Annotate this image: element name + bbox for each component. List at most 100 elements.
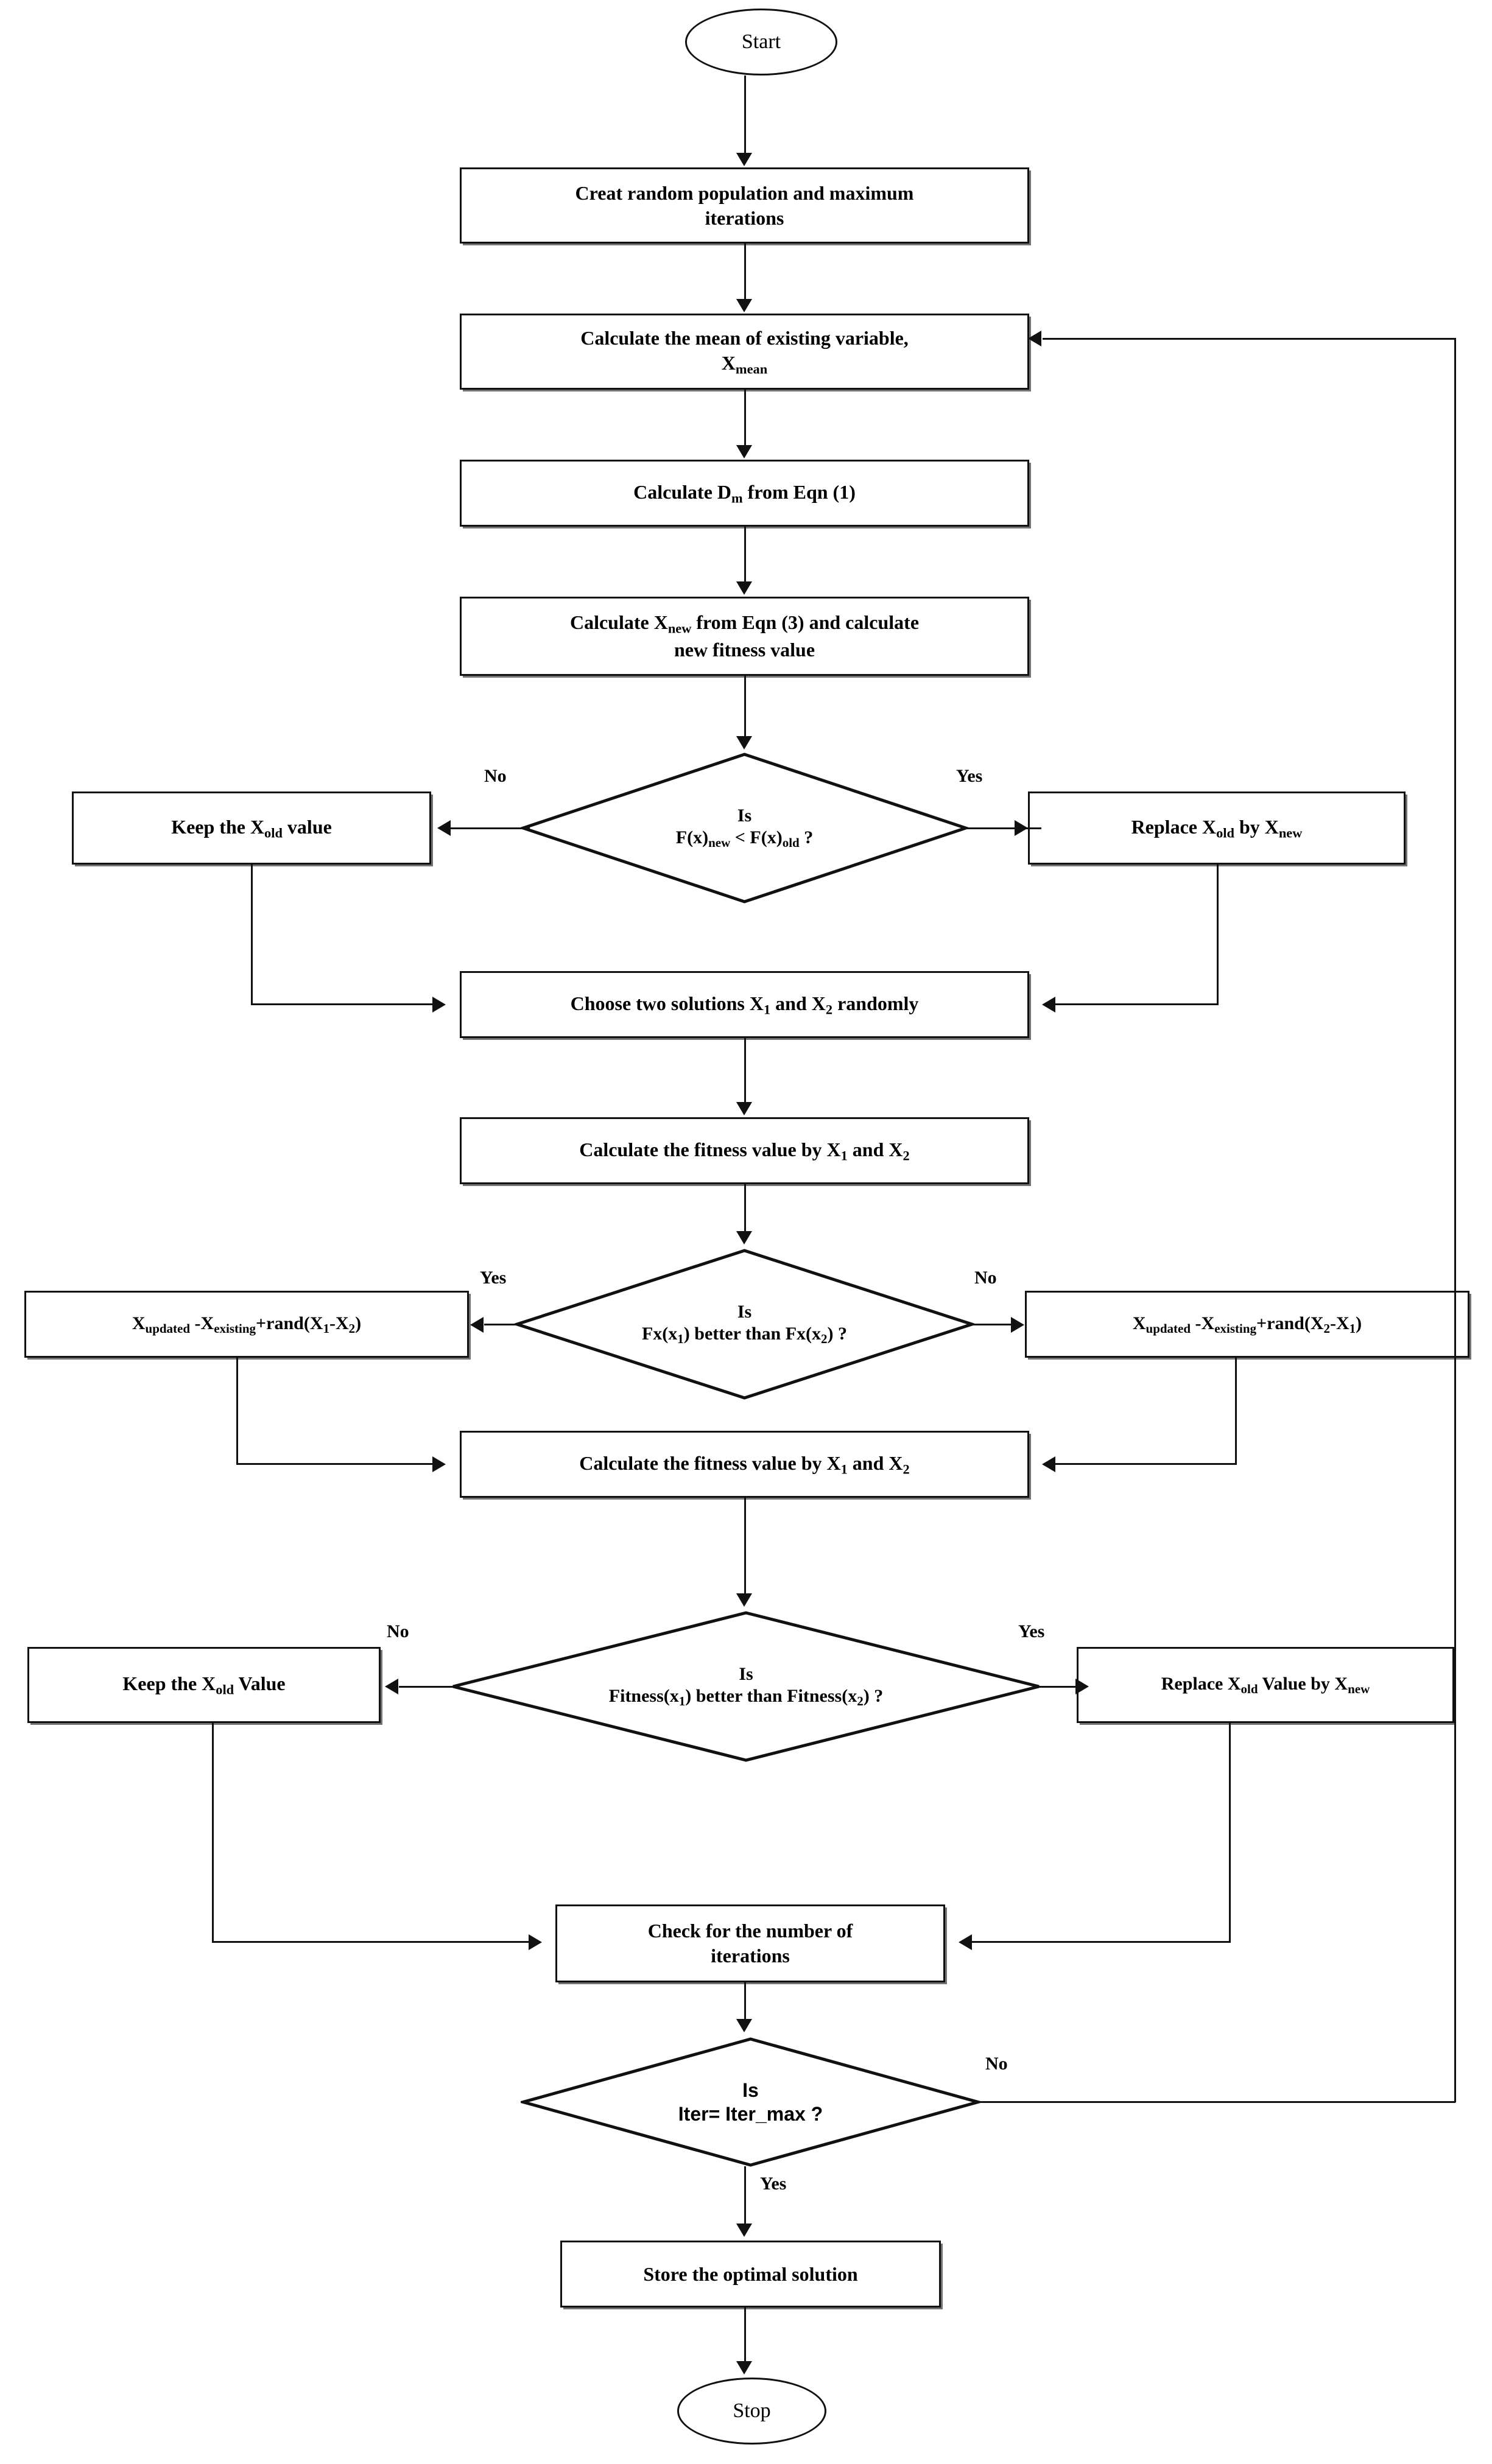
edge-decision4-no-up xyxy=(1454,338,1456,2102)
node-xupdated-right[interactable]: Xupdated -Xexisting+rand(X2-X1) xyxy=(1025,1291,1469,1358)
arrow-keepxold2-to-check xyxy=(529,1934,542,1950)
arrow-decision2-yes xyxy=(470,1317,484,1333)
edge-store-to-stop xyxy=(744,2308,746,2362)
edge-init-to-mean xyxy=(744,244,746,300)
arrow-fitness2-to-decision3 xyxy=(736,1593,752,1607)
edge-fitness2-to-decision3 xyxy=(744,1498,746,1594)
edge-label-decision2-yes: Yes xyxy=(480,1268,507,1288)
node-xupdated-left-label: Xupdated -Xexisting+rand(X1-X2) xyxy=(132,1313,362,1336)
node-calculate-fitness-2-label: Calculate the fitness value by X1 and X2 xyxy=(579,1451,910,1476)
edge-decision1-yes xyxy=(963,827,1041,829)
node-start[interactable]: Start xyxy=(685,9,837,75)
node-keep-xold-value-label: Keep the Xold value xyxy=(171,815,332,840)
node-keep-xold-value-2[interactable]: Keep the Xold Value xyxy=(27,1647,381,1723)
arrow-check-to-decision4 xyxy=(736,2019,752,2032)
edge-label-decision3-no: No xyxy=(387,1621,409,1641)
node-decision-fx-x1-better[interactable]: Is Fx(x1) better than Fx(x2) ? xyxy=(515,1248,974,1400)
arrow-keepxold-to-choose xyxy=(432,997,446,1013)
node-start-label: Start xyxy=(741,30,781,53)
arrow-choose-to-fitness1 xyxy=(736,1102,752,1115)
decision-diamond-shape xyxy=(515,1249,974,1400)
arrow-decision3-no xyxy=(385,1679,398,1694)
edge-dm-to-xnew xyxy=(744,527,746,581)
edge-label-decision4-no: No xyxy=(985,2054,1008,2074)
node-choose-two-solutions[interactable]: Choose two solutions X1 and X2 randomly xyxy=(460,971,1029,1038)
node-calculate-fitness-1[interactable]: Calculate the fitness value by X1 and X2 xyxy=(460,1117,1029,1184)
arrow-xupdatedright-to-fitness2 xyxy=(1042,1456,1055,1472)
edge-replacevalue-down xyxy=(1229,1723,1231,1942)
arrow-decision2-no xyxy=(1011,1317,1024,1333)
node-decision-fitness-x1-better[interactable]: Is Fitness(x1) better than Fitness(x2) ? xyxy=(451,1610,1041,1763)
edge-label-decision1-no: No xyxy=(484,766,507,786)
decision-diamond-shape xyxy=(521,2037,980,2167)
edge-label-decision2-no: No xyxy=(974,1268,997,1288)
node-stop[interactable]: Stop xyxy=(677,2378,826,2445)
node-replace-xold-by-xnew-label: Replace Xold by Xnew xyxy=(1131,815,1303,840)
arrow-decision1-yes xyxy=(1015,820,1028,836)
edge-decision2-yes xyxy=(484,1324,521,1325)
node-check-iterations[interactable]: Check for the number of iterations xyxy=(555,1904,945,1982)
node-choose-two-solutions-label: Choose two solutions X1 and X2 randomly xyxy=(570,992,919,1017)
arrow-fitness1-to-decision2 xyxy=(736,1231,752,1244)
edge-decision4-no xyxy=(974,2101,1455,2103)
node-calculate-fitness-1-label: Calculate the fitness value by X1 and X2 xyxy=(579,1138,910,1163)
arrow-store-to-stop xyxy=(736,2361,752,2374)
edge-label-decision1-yes: Yes xyxy=(956,766,983,786)
decision-diamond-shape xyxy=(521,753,968,904)
edge-keepxold2-down xyxy=(212,1723,214,1942)
edge-label-decision3-yes: Yes xyxy=(1018,1621,1045,1641)
edge-xupdatedright-down xyxy=(1235,1358,1237,1464)
edge-decision2-no xyxy=(973,1324,1012,1325)
edge-keepxold2-right xyxy=(212,1941,530,1943)
edge-decision4-no-left xyxy=(1043,338,1455,340)
edge-fitness1-to-decision2 xyxy=(744,1184,746,1232)
node-check-iterations-label: Check for the number of iterations xyxy=(647,1920,853,1967)
node-xupdated-right-label: Xupdated -Xexisting+rand(X2-X1) xyxy=(1132,1313,1362,1336)
edge-keepxold-down xyxy=(251,865,253,1005)
node-store-optimal-solution-label: Store the optimal solution xyxy=(643,2262,858,2285)
edge-keepxold-right xyxy=(251,1003,434,1005)
node-create-population-label: Creat random population and maximum iter… xyxy=(575,181,914,229)
edge-replace-down xyxy=(1217,865,1219,1005)
node-calculate-dm-label: Calculate Dm from Eqn (1) xyxy=(633,480,856,505)
edge-xupdatedright-left xyxy=(1055,1463,1237,1465)
node-keep-xold-value[interactable]: Keep the Xold value xyxy=(72,791,431,865)
node-keep-xold-value-2-label: Keep the Xold Value xyxy=(122,1673,286,1697)
node-calculate-xnew-label: Calculate Xnew from Eqn (3) and calculat… xyxy=(569,611,920,661)
edge-xupdatedleft-right xyxy=(236,1463,434,1465)
node-xupdated-left[interactable]: Xupdated -Xexisting+rand(X1-X2) xyxy=(24,1291,469,1358)
edge-replace-left xyxy=(1055,1003,1219,1005)
node-decision-fx-new-less-old[interactable]: Is F(x)new < F(x)old ? xyxy=(521,752,968,904)
edge-decision1-no xyxy=(451,827,530,829)
node-replace-xold-value-by-xnew[interactable]: Replace Xold Value by Xnew xyxy=(1077,1647,1454,1723)
node-calculate-mean-label: Calculate the mean of existing variable,… xyxy=(580,326,909,376)
edge-start-to-init xyxy=(744,75,746,155)
edge-mean-to-dm xyxy=(744,390,746,446)
arrow-decision3-yes xyxy=(1075,1679,1089,1694)
decision-diamond-shape xyxy=(452,1611,1040,1762)
node-calculate-dm[interactable]: Calculate Dm from Eqn (1) xyxy=(460,460,1029,527)
edge-decision4-yes xyxy=(744,2166,746,2225)
arrow-init-to-mean xyxy=(736,299,752,312)
arrow-xupdatedleft-to-fitness2 xyxy=(432,1456,446,1472)
arrow-xnew-to-decision1 xyxy=(736,736,752,749)
arrow-replace-to-choose xyxy=(1042,997,1055,1013)
node-calculate-xnew[interactable]: Calculate Xnew from Eqn (3) and calculat… xyxy=(460,597,1029,676)
arrow-decision4-no-to-mean xyxy=(1028,331,1041,346)
edge-replacevalue-left xyxy=(972,1941,1231,1943)
node-stop-label: Stop xyxy=(733,2399,771,2422)
node-replace-xold-by-xnew[interactable]: Replace Xold by Xnew xyxy=(1028,791,1406,865)
arrow-replacevalue-to-check xyxy=(959,1934,972,1950)
node-store-optimal-solution[interactable]: Store the optimal solution xyxy=(560,2241,941,2308)
node-calculate-fitness-2[interactable]: Calculate the fitness value by X1 and X2 xyxy=(460,1431,1029,1498)
arrow-mean-to-dm xyxy=(736,445,752,458)
edge-decision3-no xyxy=(399,1686,459,1688)
edge-check-to-decision4 xyxy=(744,1982,746,2020)
edge-label-decision4-yes: Yes xyxy=(760,2174,787,2194)
node-decision-iter-max[interactable]: Is Iter= Iter_max ? xyxy=(521,2037,980,2167)
edge-xnew-to-decision1 xyxy=(744,676,746,737)
edge-xupdatedleft-down xyxy=(236,1358,238,1464)
node-calculate-mean[interactable]: Calculate the mean of existing variable,… xyxy=(460,314,1029,390)
node-create-population[interactable]: Creat random population and maximum iter… xyxy=(460,167,1029,244)
